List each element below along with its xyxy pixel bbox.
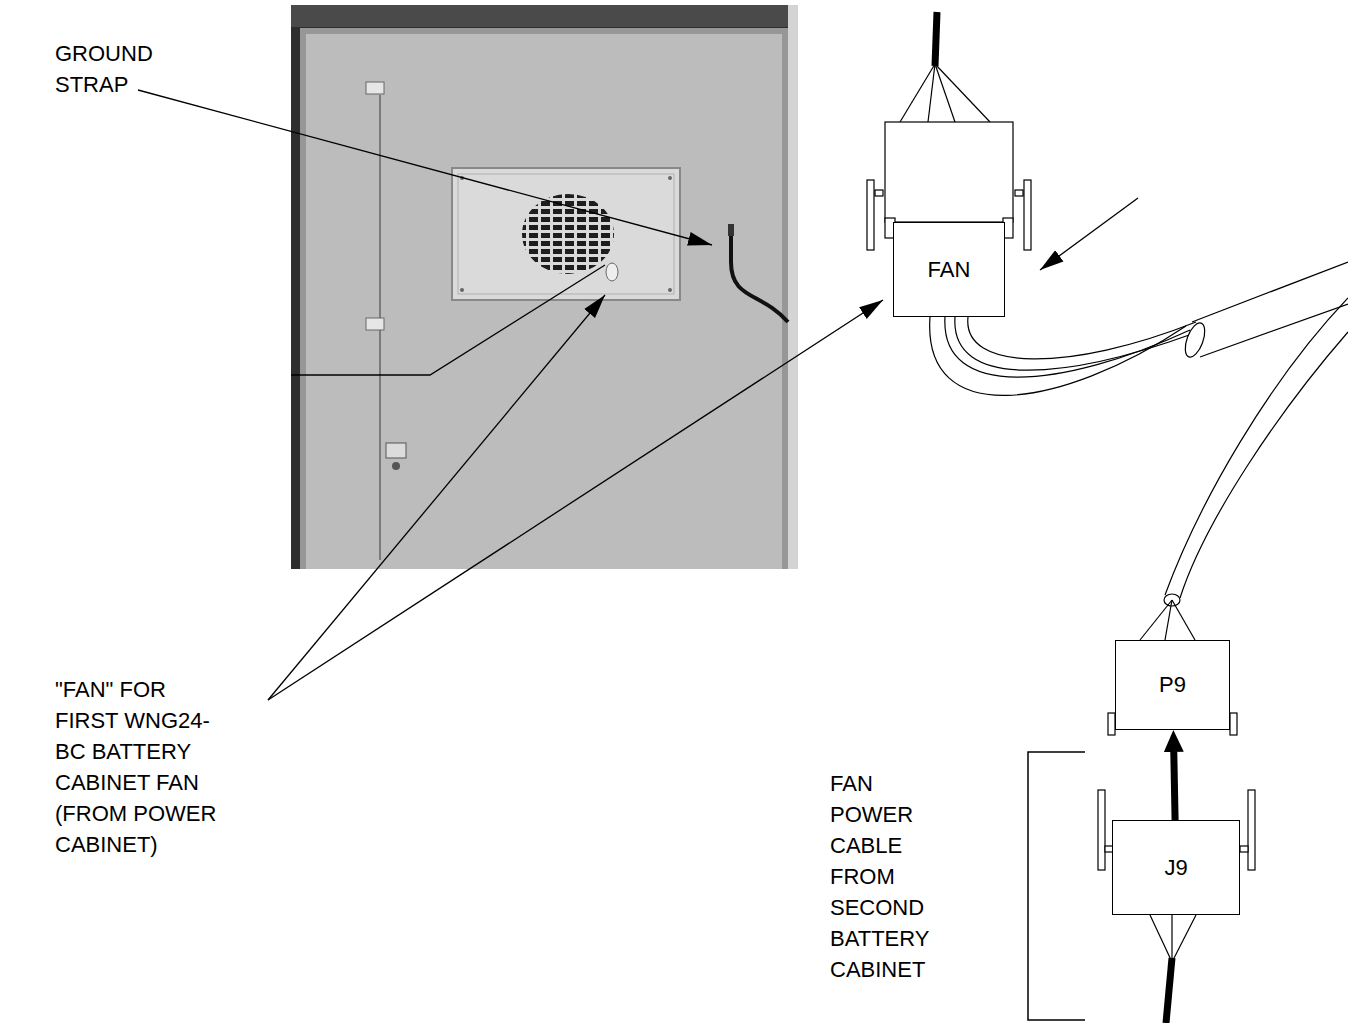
connector-box: J9 (1112, 820, 1240, 915)
mating-arrow (1174, 752, 1175, 820)
connector-box: P9 (1115, 640, 1230, 730)
connector-name: J9 (1164, 855, 1187, 881)
connector-box: FAN (893, 222, 1005, 317)
callout-label: FAN POWER CABLE FROM SECOND BATTERY CABI… (830, 768, 940, 985)
label-text: "FAN" FOR FIRST WNG24-BC BATTERY CABINET… (55, 674, 227, 860)
callout-label: "FAN" FOR FIRST WNG24-BC BATTERY CABINET… (55, 674, 227, 860)
cabinet-photo (291, 5, 798, 569)
label-text: FAN POWER CABLE FROM SECOND BATTERY CABI… (830, 768, 940, 985)
connector-name: FAN (928, 257, 971, 283)
label-text: GROUND STRAP (55, 38, 165, 100)
callout-label: GROUND STRAP (55, 38, 165, 100)
connector-name: P9 (1159, 672, 1186, 698)
connector-drawing (867, 12, 1348, 1023)
